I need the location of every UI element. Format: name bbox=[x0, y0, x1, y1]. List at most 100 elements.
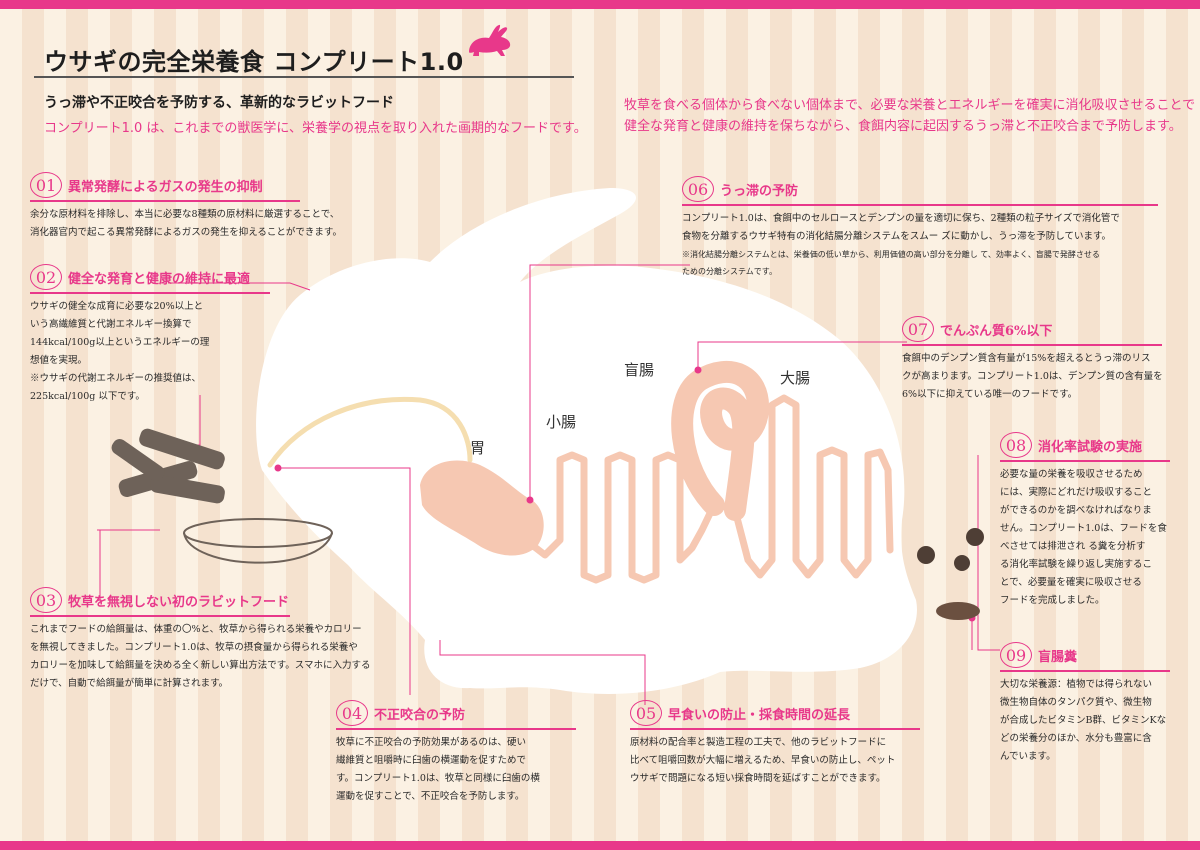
section-line: 微生物自体のタンパク質や、微生物 bbox=[1000, 696, 1152, 708]
section-line: だけで、自動で給餌量が簡単に計算されます。 bbox=[30, 677, 229, 689]
section-line: 繊維質と咀嚼時に臼歯の横運動を促すためで bbox=[336, 754, 527, 766]
section-number: 03 bbox=[35, 590, 57, 610]
rabbit-logo-icon bbox=[469, 24, 511, 56]
lead-line: 牧草を食べる個体から食べない個体まで、必要な栄養とエネルギーを確実に消化吸収させ… bbox=[624, 98, 1196, 113]
lead-line: 健全な発育と健康の維持を保ちながら、食餌内容に起因するうっ滞と不正咬合まで予防し… bbox=[624, 119, 1182, 134]
section-body: 大切な栄養源：植物では得られない 微生物自体のタンパク質や、微生物 が合成したビ… bbox=[1000, 676, 1170, 766]
section-line: す。コンプリート1.0は、牧草と同様に臼歯の横 bbox=[336, 772, 540, 784]
section-line: 食物を分離するウサギ特有の消化結腸分離システムをスムー ズに動かし、うっ滞を予防… bbox=[682, 230, 1112, 242]
section-rule bbox=[902, 344, 1162, 346]
small-intestine-label: 小腸 bbox=[546, 413, 577, 431]
section-line: コンプリート1.0は、食餌中のセルロースとデンプンの量を適切に保ち、2種類の粒子… bbox=[682, 212, 1120, 224]
section-rule bbox=[30, 200, 300, 202]
cecotrope-illustration bbox=[936, 602, 980, 620]
section-line: 消化器官内で起こる異常発酵によるガスの発生を抑えることができます。 bbox=[30, 226, 342, 238]
section-line: 運動を促すことで、不正咬合を予防します。 bbox=[336, 790, 525, 802]
section-title: 不正咬合の予防 bbox=[374, 707, 466, 723]
section-04: 04 不正咬合の予防 牧草に不正咬合の予防効果があるのは、硬い 繊維質と咀嚼時に… bbox=[336, 700, 576, 806]
feeding-bowl-illustration bbox=[183, 518, 333, 564]
section-title: 牧草を無視しない初のラビットフード bbox=[68, 594, 290, 610]
section-line: る消化率試験を繰り返し実施するこ bbox=[1000, 558, 1153, 570]
section-number-badge: 04 bbox=[336, 700, 368, 726]
section-line: 比べて咀嚼回数が大幅に増えるため、早食いの防止し、ペット bbox=[630, 754, 896, 766]
section-09: 09 盲腸糞 大切な栄養源：植物では得られない 微生物自体のタンパク質や、微生物… bbox=[1000, 642, 1170, 766]
cecum-organ bbox=[671, 361, 770, 521]
stomach-organ bbox=[420, 460, 544, 556]
section-title: でんぷん質6%以下 bbox=[940, 323, 1053, 339]
section-line: 食餌中のデンプン質含有量が15%を超えるとうっ滞のリス bbox=[902, 352, 1151, 364]
section-line: を無視してきました。コンプリート1.0は、牧草の摂食量から得られる栄養や bbox=[30, 641, 358, 653]
section-line: 想値を実現。 bbox=[30, 354, 88, 366]
section-number: 06 bbox=[687, 179, 709, 199]
bottom-border bbox=[0, 841, 1200, 850]
section-title: 盲腸糞 bbox=[1038, 649, 1078, 665]
food-sticks-illustration bbox=[111, 428, 225, 504]
section-rule bbox=[30, 292, 270, 294]
section-rule bbox=[1000, 460, 1170, 462]
section-line: フードを完成しました。 bbox=[1000, 594, 1105, 606]
section-number-badge: 09 bbox=[1000, 642, 1032, 668]
section-line: 牧草に不正咬合の予防効果があるのは、硬い bbox=[336, 736, 527, 748]
section-line: いう高繊維質と代謝エネルギー換算で bbox=[30, 318, 192, 330]
section-number: 09 bbox=[1005, 645, 1027, 665]
section-line: んでいます。 bbox=[1000, 750, 1056, 762]
section-body: 必要な量の栄養を吸収させるため には、実際にどれだけ吸収すること ができるのかを… bbox=[1000, 466, 1170, 610]
intro-text: コンプリート1.0 は、これまでの獣医学に、栄養学の視点を取り入れた画期的なフー… bbox=[44, 121, 587, 136]
section-title: 消化率試験の実施 bbox=[1038, 439, 1143, 455]
section-line: が合成したビタミンB群、ビタミンKな bbox=[1000, 714, 1167, 726]
section-line: 大切な栄養源：植物では得られない bbox=[1000, 678, 1153, 690]
section-line: これまでフードの給餌量は、体重の〇%と、牧草から得られる栄養やカロリー bbox=[30, 623, 362, 635]
section-line: せん。コンプリート1.0は、フードを食 bbox=[1000, 522, 1167, 534]
section-number: 08 bbox=[1005, 435, 1027, 455]
section-rule bbox=[682, 204, 1158, 206]
section-body: コンプリート1.0は、食餌中のセルロースとデンプンの量を適切に保ち、2種類の粒子… bbox=[682, 210, 1158, 280]
section-body: 牧草に不正咬合の予防効果があるのは、硬い 繊維質と咀嚼時に臼歯の横運動を促すため… bbox=[336, 734, 576, 806]
section-03: 03 牧草を無視しない初のラビットフード これまでフードの給餌量は、体重の〇%と… bbox=[30, 587, 370, 693]
section-rule bbox=[630, 728, 920, 730]
section-line: 必要な量の栄養を吸収させるため bbox=[1000, 468, 1143, 480]
cecum-label: 盲腸 bbox=[624, 361, 655, 379]
section-number: 01 bbox=[35, 175, 57, 195]
large-intestine-label: 大腸 bbox=[780, 369, 811, 387]
section-line: どの栄養分のほか、水分も豊富に含 bbox=[1000, 732, 1152, 744]
section-number-badge: 01 bbox=[30, 172, 62, 198]
section-05: 05 早食いの防止・採食時間の延長 原材料の配合率と製造工程の工夫で、他のラビッ… bbox=[630, 700, 920, 788]
small-intestine-organ bbox=[528, 451, 718, 584]
section-number: 04 bbox=[341, 703, 363, 723]
section-number-badge: 05 bbox=[630, 700, 662, 726]
large-intestine-organ bbox=[731, 394, 894, 579]
title-underline bbox=[34, 76, 574, 78]
section-body: 食餌中のデンプン質含有量が15%を超えるとうっ滞のリス クが高まります。コンプリ… bbox=[902, 350, 1163, 404]
section-body: 余分な原材料を排除し、本当に必要な8種類の原材料に厳選することで、 消化器官内で… bbox=[30, 206, 342, 242]
section-line: ができるのかを調べなければなりま bbox=[1000, 504, 1152, 516]
section-line: クが高まります。コンプリート1.0は、デンプン質の含有量を bbox=[902, 370, 1163, 382]
section-number-badge: 08 bbox=[1000, 432, 1032, 458]
section-01: 01 異常発酵によるガスの発生の抑制 余分な原材料を排除し、本当に必要な8種類の… bbox=[30, 172, 342, 242]
section-body: 原材料の配合率と製造工程の工夫で、他のラビットフードに 比べて咀嚼回数が大幅に増… bbox=[630, 734, 920, 788]
section-number-badge: 02 bbox=[30, 264, 62, 290]
section-number-badge: 03 bbox=[30, 587, 62, 613]
section-number: 02 bbox=[35, 267, 57, 287]
page-title: ウサギの完全栄養食 コンプリート1.0 bbox=[44, 48, 464, 76]
section-line: ウサギで問題になる短い採食時間を延ばすことができます。 bbox=[630, 772, 886, 784]
section-note: ※消化結腸分離システムとは、栄養価の低い草から、利用価値の高い部分を分離し て、… bbox=[682, 249, 1100, 259]
section-title: 早食いの防止・採食時間の延長 bbox=[668, 707, 851, 723]
section-body: ウサギの健全な成育に必要な20%以上と いう高繊維質と代謝エネルギー換算で 14… bbox=[30, 298, 270, 406]
section-rule bbox=[30, 615, 290, 617]
section-line: とで、必要量を確実に吸収させる bbox=[1000, 576, 1142, 588]
esophagus bbox=[267, 396, 473, 468]
section-line: カロリーを加味して給餌量を決める全く新しい算出方法です。スマホに入力する bbox=[30, 659, 371, 671]
section-title: 異常発酵によるガスの発生の抑制 bbox=[68, 179, 263, 195]
section-title: 健全な発育と健康の維持に最適 bbox=[68, 271, 251, 287]
section-02: 02 健全な発育と健康の維持に最適 ウサギの健全な成育に必要な20%以上と いう… bbox=[30, 264, 270, 406]
section-line: には、実際にどれだけ吸収すること bbox=[1000, 486, 1153, 498]
section-line: 6%以下に抑えている唯一のフードです。 bbox=[902, 388, 1078, 400]
section-08: 08 消化率試験の実施 必要な量の栄養を吸収させるため には、実際にどれだけ吸収… bbox=[1000, 432, 1170, 610]
section-06: 06 うっ滞の予防 コンプリート1.0は、食餌中のセルロースとデンプンの量を適切… bbox=[682, 176, 1158, 280]
section-body: これまでフードの給餌量は、体重の〇%と、牧草から得られる栄養やカロリー を無視し… bbox=[30, 621, 370, 693]
section-title: うっ滞の予防 bbox=[720, 183, 799, 199]
page-subtitle: うっ滞や不正咬合を予防する、革新的なラビットフード bbox=[44, 95, 394, 111]
section-line: 余分な原材料を排除し、本当に必要な8種類の原材料に厳選することで、 bbox=[30, 208, 340, 220]
lead-text: 牧草を食べる個体から食べない個体まで、必要な栄養とエネルギーを確実に消化吸収させ… bbox=[624, 95, 1196, 137]
